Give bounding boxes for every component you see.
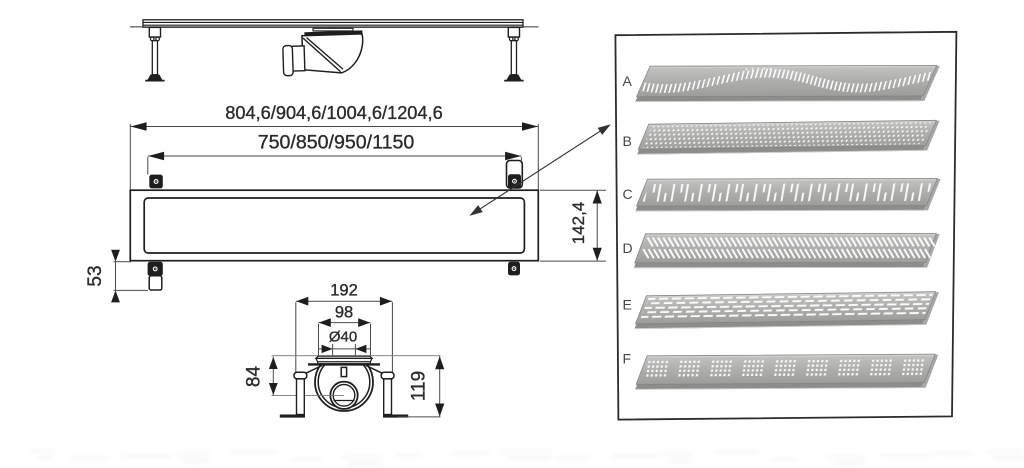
- svg-text:804,6/904,6/1004,6/1204,6: 804,6/904,6/1004,6/1204,6: [225, 103, 442, 123]
- svg-text:E: E: [623, 297, 632, 313]
- svg-text:A: A: [623, 73, 633, 89]
- svg-text:192: 192: [330, 282, 358, 300]
- svg-text:D: D: [623, 240, 633, 256]
- svg-text:119: 119: [409, 371, 430, 401]
- svg-text:53: 53: [85, 265, 106, 286]
- svg-text:750/850/950/1150: 750/850/950/1150: [258, 132, 415, 154]
- svg-text:B: B: [623, 133, 632, 149]
- svg-text:142,4: 142,4: [569, 202, 588, 245]
- svg-text:F: F: [623, 351, 632, 367]
- svg-text:98: 98: [335, 304, 353, 322]
- svg-text:Ø40: Ø40: [329, 329, 357, 346]
- svg-text:84: 84: [244, 366, 265, 388]
- svg-text:C: C: [623, 186, 633, 202]
